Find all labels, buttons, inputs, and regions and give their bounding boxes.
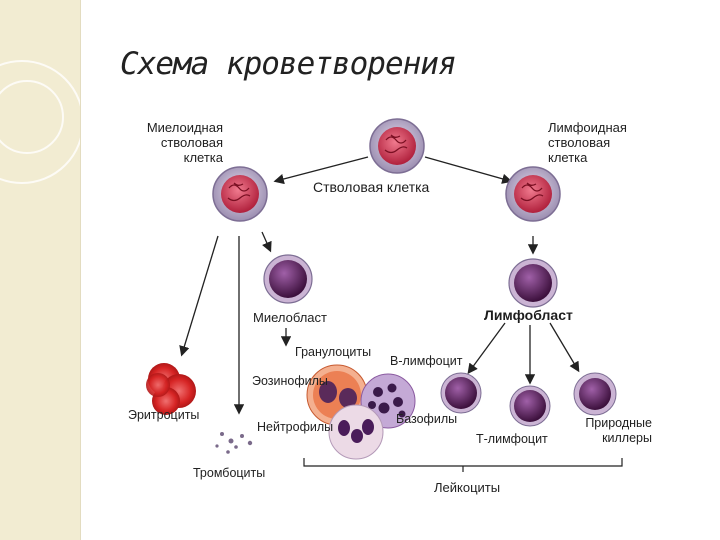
stem-cell — [369, 118, 425, 174]
b-lymphocyte-cell — [440, 372, 482, 414]
page-title: Схема кроветворения — [120, 46, 457, 82]
lymphoblast-cell — [508, 258, 558, 308]
label-eosinophils: Эозинофилы — [252, 374, 328, 388]
arrow-lymphoblast-to-b — [467, 322, 506, 375]
myeloblast-cell — [263, 254, 313, 304]
label-lymphoblast: Лимфобласт — [484, 307, 573, 323]
leukocytes-bracket — [303, 458, 623, 467]
label-stem-cell: Стволовая клетка — [313, 179, 430, 195]
label-thrombocytes: Тромбоциты — [193, 466, 266, 480]
t-lymphocyte-cell — [509, 385, 551, 427]
label-myeloblast: Миелобласт — [253, 310, 327, 325]
arrow-stem-to-myeloid — [273, 156, 369, 185]
label-lymphoid-stem-cell: Лимфоидная стволовая клетка — [548, 120, 627, 165]
arrows — [179, 156, 580, 415]
label-neutrophils: Нейтрофилы — [257, 420, 334, 434]
arrow-myeloid-to-myeloblast — [261, 231, 272, 253]
label-natural-killers: Природные киллеры — [585, 416, 652, 445]
arrow-myeloid-to-erythrocytes — [179, 235, 219, 357]
decorative-sidebar — [0, 0, 81, 540]
label-t-lymphocyte: Т-лимфоцит — [476, 432, 548, 446]
natural-killer-cell — [573, 372, 617, 416]
thrombocytes-cells — [215, 432, 253, 454]
label-basophils: Базофилы — [396, 412, 458, 426]
arrow-lymphoblast-to-killers — [549, 322, 580, 373]
label-granulocytes: Гранулоциты — [295, 345, 372, 359]
arrow-stem-to-lymphoid — [424, 156, 513, 184]
lymphoid-stem-cell — [505, 166, 561, 222]
decorative-ring — [0, 80, 64, 154]
myeloid-stem-cell — [212, 166, 268, 222]
label-leukocytes: Лейкоциты — [434, 480, 501, 495]
erythrocytes-cells — [146, 363, 196, 415]
label-erythrocytes: Эритроциты — [128, 408, 200, 422]
label-myeloid-stem-cell: Миелоидная стволовая клетка — [146, 120, 223, 165]
label-b-lymphocyte: В-лимфоцит — [390, 354, 463, 368]
neutrophil-cell — [328, 404, 384, 460]
